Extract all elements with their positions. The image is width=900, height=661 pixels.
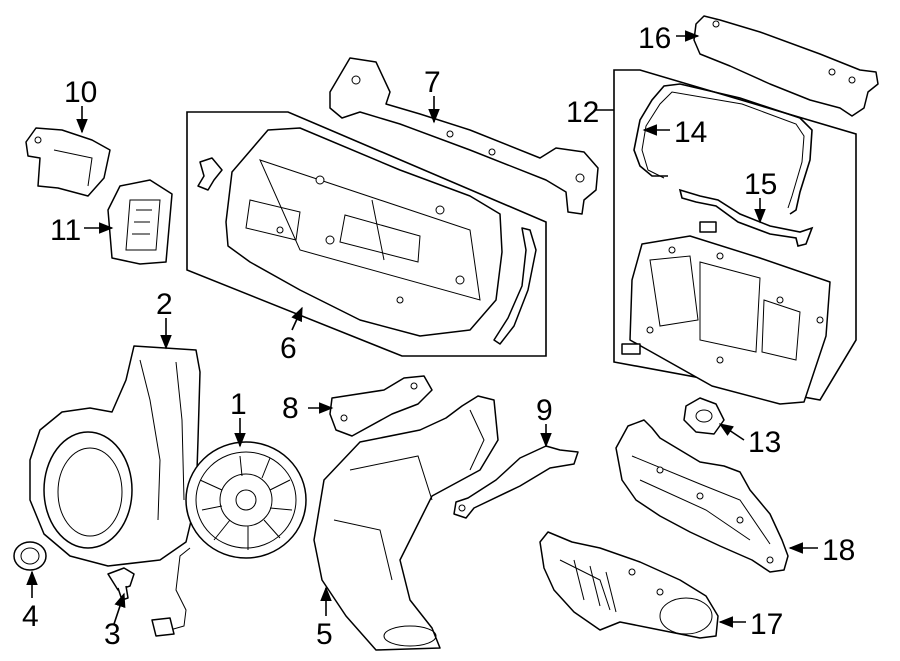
part-18-frame-part (615, 419, 789, 573)
callout-3: 3 (104, 618, 121, 651)
callout-5: 5 (316, 618, 333, 651)
callout-16: 16 (638, 22, 671, 55)
callout-15: 15 (744, 168, 777, 201)
part-12-group (613, 69, 857, 405)
callout-6: 6 (280, 332, 297, 365)
battery-cover (629, 235, 831, 405)
part-5-duct (313, 395, 499, 651)
callout-numbers: 1 2 3 4 5 6 7 8 9 10 11 12 13 14 15 16 1… (22, 22, 855, 651)
part-7-bracket (329, 57, 599, 215)
part-14-seal (633, 83, 813, 215)
callout-18: 18 (822, 534, 855, 567)
part-11-module (107, 179, 173, 265)
callout-13: 13 (748, 426, 781, 459)
callout-8: 8 (282, 392, 299, 425)
part-15-strip (678, 188, 814, 247)
small-bracket (197, 157, 223, 191)
part-16-bracket (693, 15, 879, 117)
part-8-bracket (329, 375, 433, 437)
callout-14: 14 (674, 116, 707, 149)
part-1-blower-motor (151, 441, 307, 637)
callout-leaders (26, 30, 818, 628)
callout-12: 12 (566, 96, 599, 129)
callout-17: 17 (750, 608, 783, 641)
battery-tray-panel (225, 127, 503, 337)
part-12-frame (613, 69, 857, 401)
callout-4: 4 (22, 600, 39, 633)
callout-7: 7 (424, 66, 441, 99)
part-9-bracket (453, 445, 579, 519)
part-6-frame (186, 111, 547, 357)
callout-9: 9 (536, 394, 553, 427)
callout-2: 2 (156, 288, 173, 321)
part-4-grommet (13, 541, 47, 571)
side-rail (493, 227, 537, 345)
part-3-fastener (107, 567, 135, 601)
callout-1: 1 (230, 388, 247, 421)
part-2-blower-housing (29, 345, 201, 567)
part-17-cover (539, 531, 719, 639)
callout-10: 10 (64, 76, 97, 109)
part-13-mount (683, 397, 725, 435)
part-10-module (25, 127, 111, 197)
callout-11: 11 (50, 214, 81, 247)
part-6-group (186, 111, 547, 357)
